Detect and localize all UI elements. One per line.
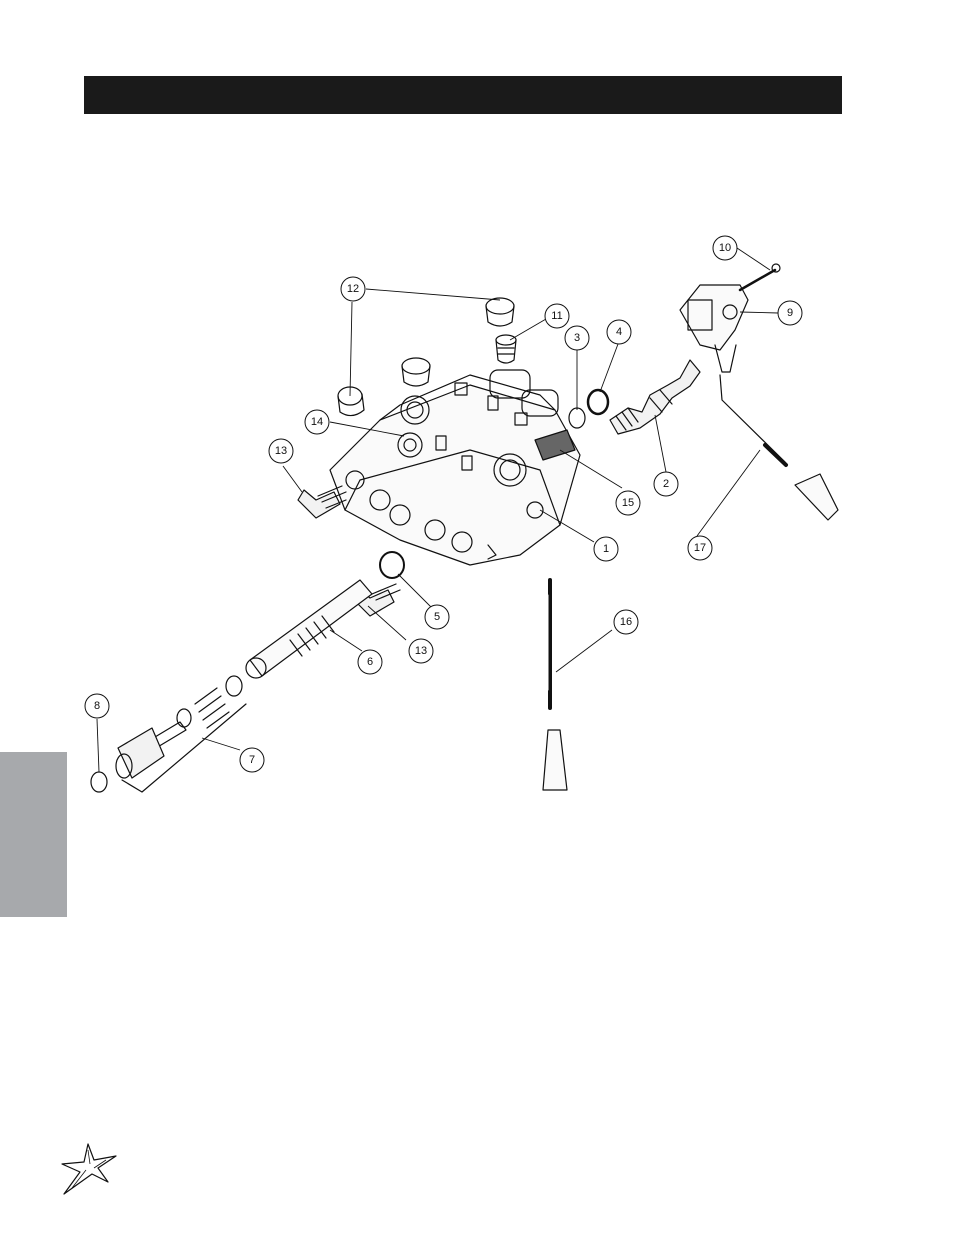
callout-10: 10 bbox=[713, 236, 737, 260]
callout-9: 9 bbox=[778, 301, 802, 325]
callout-7: 7 bbox=[240, 748, 264, 772]
callout-3: 3 bbox=[565, 326, 589, 350]
svg-text:1: 1 bbox=[603, 543, 609, 555]
callout-15: 15 bbox=[616, 491, 640, 515]
svg-text:3: 3 bbox=[574, 332, 580, 344]
relief-cartridge-drawing bbox=[610, 360, 700, 434]
svg-text:13: 13 bbox=[415, 645, 427, 657]
svg-text:15: 15 bbox=[622, 497, 634, 509]
svg-text:10: 10 bbox=[719, 242, 731, 254]
rod-drawing bbox=[543, 580, 567, 790]
callout-4: 4 bbox=[607, 320, 631, 344]
callout-5: 5 bbox=[425, 605, 449, 629]
svg-text:2: 2 bbox=[663, 478, 669, 490]
svg-text:7: 7 bbox=[249, 754, 255, 766]
svg-text:9: 9 bbox=[787, 307, 793, 319]
callout-13-lower: 13 bbox=[409, 639, 433, 663]
callout-11: 11 bbox=[545, 304, 569, 328]
handle-drawing bbox=[720, 375, 838, 520]
valve-body-drawing bbox=[330, 370, 580, 565]
handle-bracket-drawing bbox=[680, 264, 780, 372]
spring-kit-drawing bbox=[116, 676, 246, 792]
o-ring-drawing bbox=[569, 408, 585, 428]
callout-17: 17 bbox=[688, 536, 712, 560]
svg-text:12: 12 bbox=[347, 283, 359, 295]
callout-13-upper: 13 bbox=[269, 439, 293, 463]
callout-14: 14 bbox=[305, 410, 329, 434]
svg-text:5: 5 bbox=[434, 611, 440, 623]
check-cartridge-drawing bbox=[496, 335, 516, 363]
svg-text:14: 14 bbox=[311, 416, 323, 428]
spool-drawing bbox=[246, 580, 372, 678]
svg-text:16: 16 bbox=[620, 616, 632, 628]
callout-6: 6 bbox=[358, 650, 382, 674]
svg-text:11: 11 bbox=[551, 310, 562, 322]
callout-8: 8 bbox=[85, 694, 109, 718]
star-burst-logo-icon bbox=[58, 1142, 120, 1198]
backup-ring-drawing bbox=[588, 390, 608, 414]
callout-2: 2 bbox=[654, 472, 678, 496]
seal-drawing bbox=[380, 552, 404, 578]
svg-text:6: 6 bbox=[367, 656, 373, 668]
callout-1: 1 bbox=[594, 537, 618, 561]
svg-text:13: 13 bbox=[275, 445, 287, 457]
svg-text:8: 8 bbox=[94, 700, 100, 712]
cap-drawing bbox=[91, 772, 107, 792]
svg-text:17: 17 bbox=[694, 542, 706, 554]
callout-12: 12 bbox=[341, 277, 365, 301]
svg-text:4: 4 bbox=[616, 326, 622, 338]
callout-16: 16 bbox=[614, 610, 638, 634]
